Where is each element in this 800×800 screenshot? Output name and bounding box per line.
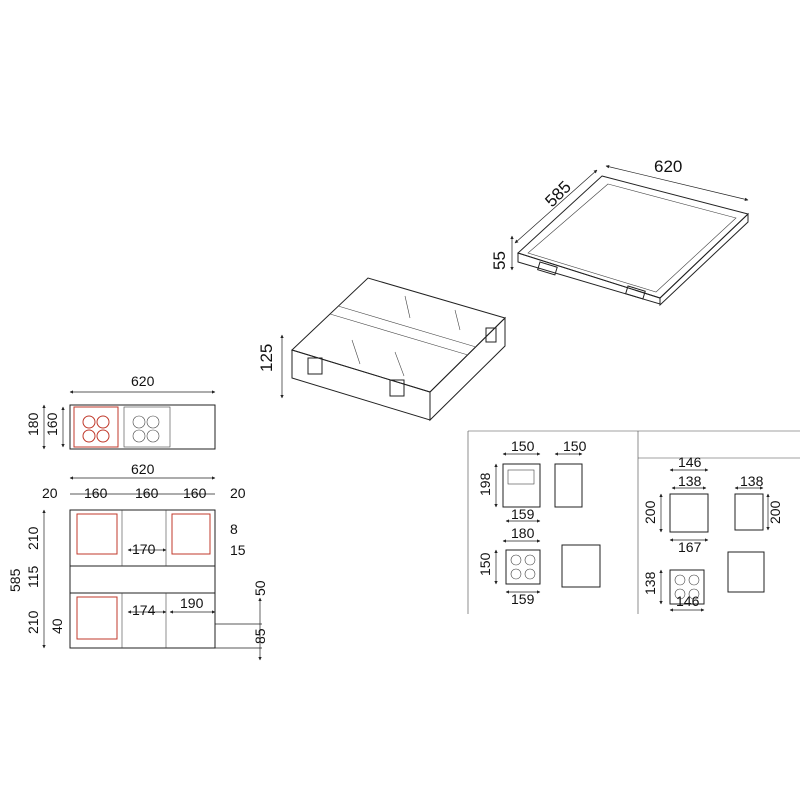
top-inner-170-label: 170 [132,541,156,557]
fixture-panel-frame [467,430,800,614]
top-inner-190-label: 190 [180,595,204,611]
top-row-3: 210 [25,610,41,634]
top-inner-174-label: 174 [132,602,156,618]
top-col-4: 160 [183,485,207,501]
fixture-b-side-height: 200 [767,500,783,524]
front-width-label: 620 [131,373,155,389]
case-height-label: 125 [257,344,276,372]
fixture-b-side-width: 138 [740,473,764,489]
top-width-label: 620 [131,461,155,477]
top-col-3: 160 [135,485,159,501]
top-col-2: 160 [84,485,108,501]
lid-width-label: 620 [654,157,682,176]
front-inner-height-label: 160 [44,412,60,436]
top-right-8-label: 8 [230,521,238,537]
top-view [42,476,262,661]
fixture-b-bottom-width: 167 [678,539,702,555]
front-outer-height-label: 180 [25,412,41,436]
lid-drawing [510,165,749,307]
top-total-depth-label: 585 [7,568,23,592]
fixture-a-bottom-width: 180 [511,525,535,541]
fixture-b-top-height: 138 [642,571,658,595]
fixture-a-top-width-2: 159 [511,591,535,607]
lid-height-label: 55 [490,251,509,270]
top-right-85-label: 85 [252,628,268,644]
fixture-a-drawings [494,452,601,594]
fixture-a-front-height: 198 [477,472,493,496]
fixture-b-top-width-2: 146 [676,593,700,609]
top-col-5: 20 [230,485,246,501]
fixture-a-top-height: 150 [477,552,493,576]
front-view [42,390,216,450]
fixture-a-side-width: 150 [563,438,587,454]
fixture-b-drawings [659,468,770,612]
fixture-b-top-inner-width: 138 [678,473,702,489]
top-right-50-label: 50 [252,580,268,596]
top-row-1: 210 [25,526,41,550]
top-row-2: 115 [25,565,41,588]
top-col-1: 20 [42,485,58,501]
fixture-a-mid-width: 159 [511,506,535,522]
fixture-b-top-width: 146 [678,454,702,470]
case-drawing [280,277,506,422]
fixture-b-front-height: 200 [642,500,658,524]
top-right-15-label: 15 [230,542,246,558]
top-row-4: 40 [49,618,65,634]
fixture-a-top-width: 150 [511,438,535,454]
